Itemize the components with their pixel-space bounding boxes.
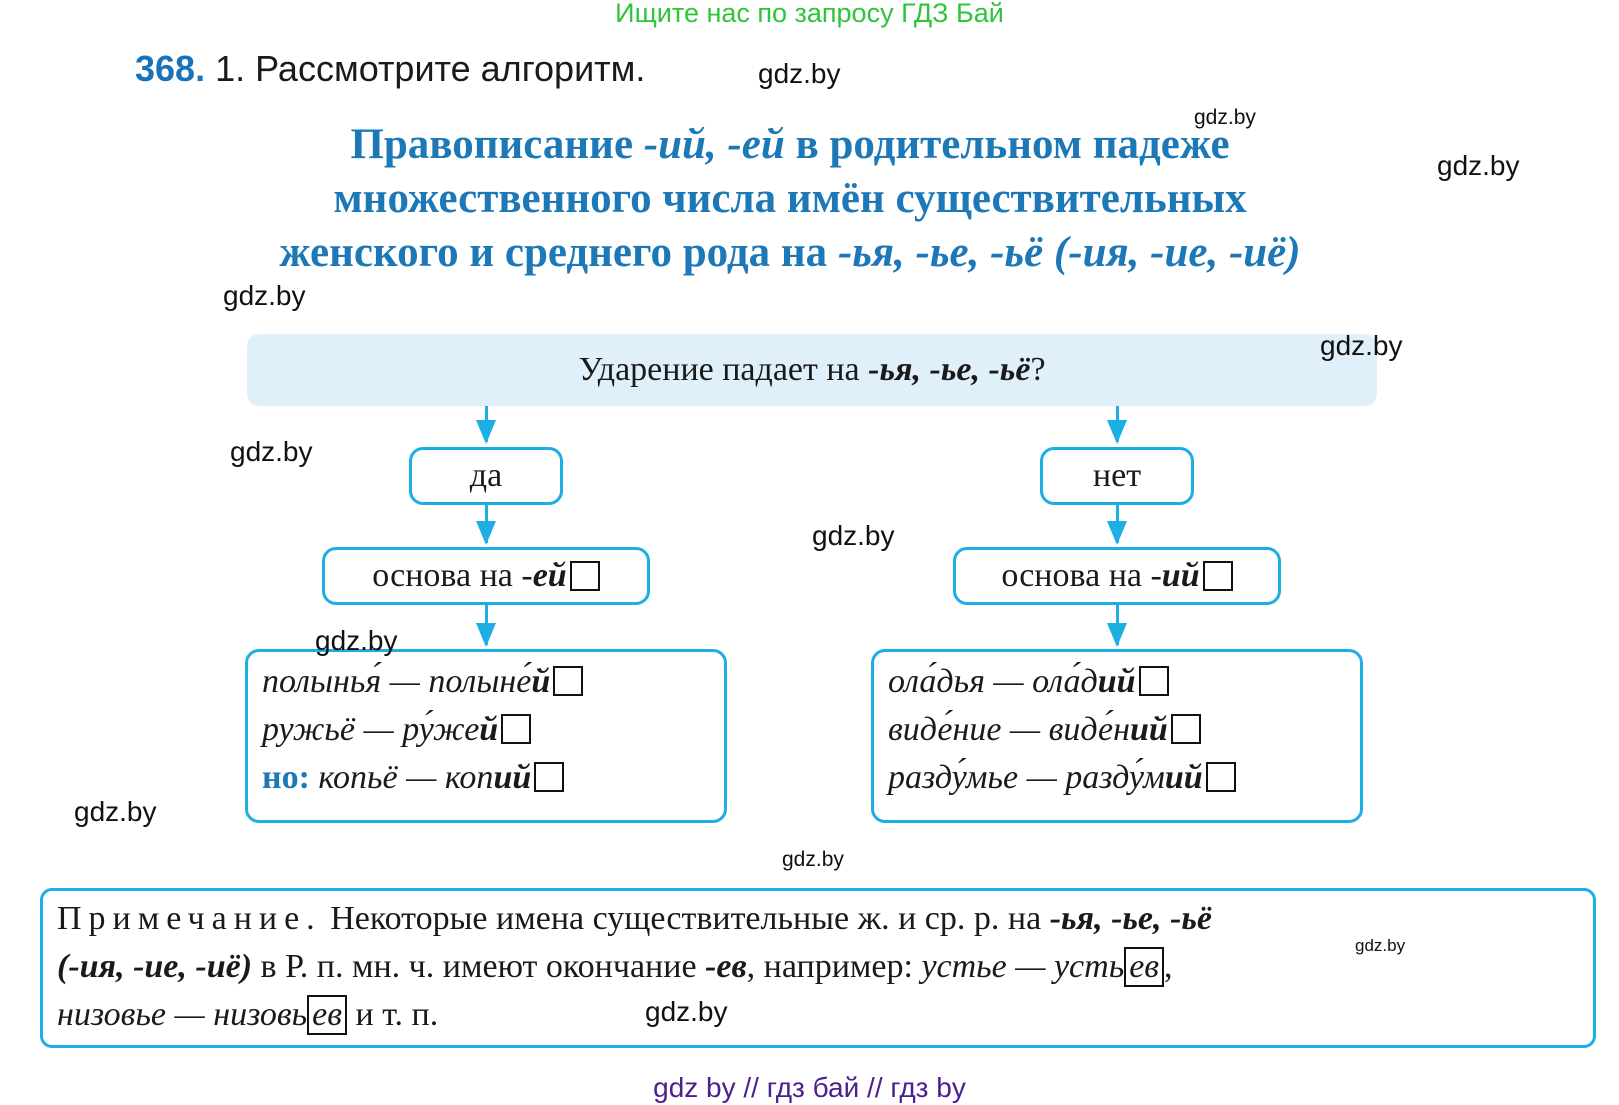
rule-ii-box: основа на -ий	[953, 547, 1281, 605]
rule-text: основа на -	[372, 557, 533, 594]
footer-links[interactable]: gdz by // гдз бай // гдз by	[653, 1072, 966, 1103]
note-text: ,	[1164, 948, 1173, 985]
arrow-down-icon	[1107, 406, 1127, 444]
watermark: gdz.by	[1194, 106, 1256, 129]
task-heading: 368. 1. Рассмотрите алгоритм.	[135, 48, 645, 90]
answer-no: нет	[1092, 457, 1142, 494]
arrow-down-icon	[476, 505, 496, 545]
checkbox-icon[interactable]	[553, 666, 584, 696]
example-row: ола́дья — ола́дий	[888, 658, 1346, 706]
arrow-down-icon	[1107, 605, 1127, 647]
example-row: разду́мье — разду́мий	[888, 754, 1346, 802]
examples-left-box: полынья́ — полыне́й ружьё — ру́жей но: к…	[245, 649, 727, 823]
note-label: Примечание.	[57, 900, 322, 937]
note-text: , например:	[746, 948, 922, 985]
watermark: gdz.by	[1355, 936, 1406, 955]
title-italic: -ья, -ье, -ьё (-ия, -ие, -иё)	[837, 229, 1301, 276]
watermark: gdz.by	[74, 796, 157, 827]
rule-text: основа на -	[1001, 557, 1162, 594]
rule-ending: ей	[532, 557, 567, 594]
answer-no-box: нет	[1040, 447, 1194, 505]
checkbox-icon[interactable]	[1202, 561, 1233, 591]
highlighted-ending: ев	[1124, 947, 1165, 987]
checkbox-icon[interactable]	[1138, 666, 1169, 696]
rule-ei-box: основа на -ей	[322, 547, 650, 605]
note-example: устье — усть	[921, 948, 1125, 985]
title-italic: -ий, -ей	[643, 121, 785, 168]
arrow-down-icon	[476, 406, 496, 444]
checkbox-icon[interactable]	[1170, 714, 1201, 744]
title-text: в родительном падеже	[784, 121, 1230, 168]
example-row: ружьё — ру́жей	[262, 706, 710, 754]
watermark: gdz.by	[230, 436, 313, 467]
watermark: gdz.by	[758, 58, 841, 89]
exception-label: но:	[262, 759, 310, 796]
checkbox-icon[interactable]	[1205, 762, 1236, 792]
note-box: Примечание. Некоторые имена существитель…	[40, 888, 1596, 1048]
watermark: gdz.by	[1320, 330, 1403, 361]
search-banner: Ищите нас по запросу ГДЗ Бай	[615, 0, 1004, 28]
note-ending-ev: -ев	[705, 948, 747, 985]
note-example: низовье — низовь	[57, 996, 308, 1033]
watermark: gdz.by	[315, 625, 398, 656]
question-box: Ударение падает на -ья, -ье, -ьё?	[247, 334, 1377, 406]
checkbox-icon[interactable]	[501, 714, 532, 744]
highlighted-ending: ев	[307, 995, 348, 1035]
answer-yes-box: да	[409, 447, 563, 505]
watermark: gdz.by	[812, 520, 895, 551]
watermark: gdz.by	[782, 848, 844, 871]
note-text: в Р. п. мн. ч. имеют окончание	[252, 948, 706, 985]
checkbox-icon[interactable]	[569, 561, 600, 591]
title-line-2: множественного числа имён существительны…	[333, 175, 1247, 222]
checkbox-icon[interactable]	[534, 762, 565, 792]
rule-ending: ий	[1161, 557, 1200, 594]
question-endings: -ья, -ье, -ьё	[868, 351, 1031, 388]
rule-title: Правописание -ий, -ей в родительном паде…	[150, 118, 1430, 280]
watermark: gdz.by	[645, 996, 728, 1027]
question-text: Ударение падает на	[578, 351, 869, 388]
note-text: и т. п.	[347, 996, 439, 1033]
title-text: Правописание	[350, 121, 644, 168]
example-row: но: копьё — копий	[262, 754, 710, 802]
note-endings: -ья, -ье, -ьё	[1049, 900, 1212, 937]
watermark: gdz.by	[1437, 150, 1520, 181]
answer-yes: да	[469, 457, 503, 494]
task-text: 1. Рассмотрите алгоритм.	[215, 48, 646, 89]
note-endings: (-ия, -ие, -иё)	[57, 948, 253, 985]
question-mark: ?	[1030, 351, 1046, 388]
watermark: gdz.by	[223, 280, 306, 311]
arrow-down-icon	[1107, 505, 1127, 545]
arrow-down-icon	[476, 605, 496, 647]
note-text: Некоторые имена существительные ж. и ср.…	[321, 900, 1050, 937]
examples-right-box: ола́дья — ола́дий виде́ние — виде́ний ра…	[871, 649, 1363, 823]
title-text: женского и среднего рода на	[279, 229, 838, 276]
example-row: полынья́ — полыне́й	[262, 658, 710, 706]
example-row: виде́ние — виде́ний	[888, 706, 1346, 754]
task-number: 368.	[135, 48, 206, 89]
